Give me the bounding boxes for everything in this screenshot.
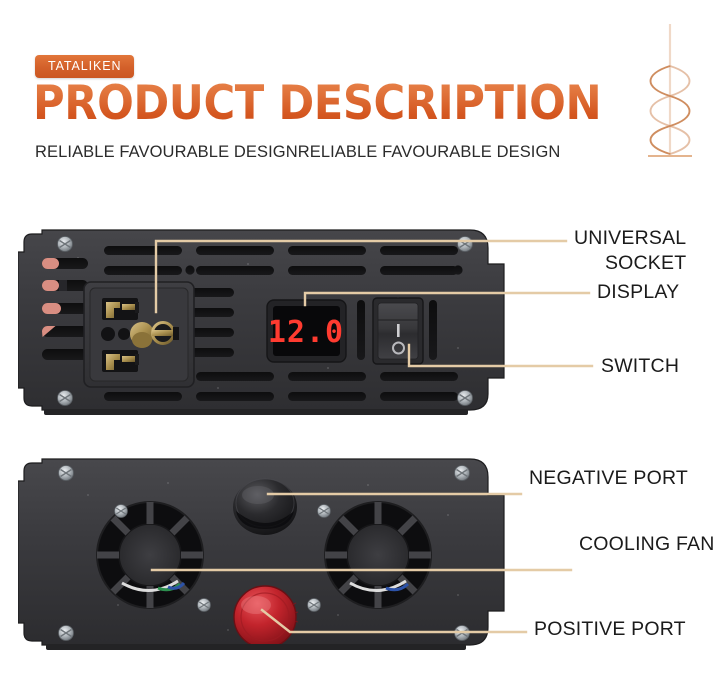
socket-hole-mid [118,328,130,340]
brand-badge: TATALIKEN [35,55,135,78]
product-image-rear-panel [18,455,510,655]
fan-wire-white-left [121,579,179,592]
callout-line-1: UNIVERSAL [574,227,687,249]
page-title: PRODUCT DESCRIPTION [33,76,602,131]
callout-label-negative-port: NEGATIVE PORT [529,467,688,489]
power-switch[interactable] [372,297,424,365]
socket-slot-upper [102,298,139,320]
negative-port-terminal[interactable] [233,478,297,535]
callout-label-display: DISPLAY [597,281,680,303]
fan-wire-white-right [349,579,407,592]
universal-socket[interactable] [83,281,195,388]
fan-wire-green-left [157,582,182,592]
callout-label-positive-port: POSITIVE PORT [534,618,686,640]
panel-screws [58,465,470,641]
socket-hole-left [101,327,115,341]
display-value: 12.0 [268,315,344,350]
page-header: TATALIKEN PRODUCT DESCRIPTION RELIABLE F… [0,0,715,180]
page-subtitle: RELIABLE FAVOURABLE DESIGNRELIABLE FAVOU… [35,143,561,161]
chassis-base-lip [44,409,468,415]
switch-on-mark [397,324,400,337]
voltage-display: 12.0 [266,299,347,363]
callout-line-2: SOCKET [604,252,687,274]
cooling-fan-left [96,501,204,609]
spiral-decoration-icon [648,24,692,157]
callout-label-cooling-fan: COOLING FAN [579,533,715,555]
chassis-base-lip-rear [46,644,466,650]
product-image-front-panel: 12.0 [18,228,510,418]
callout-label-universal-socket: UNIVERSAL SOCKET [574,226,686,276]
fan-wire-blue-right [385,582,410,592]
cooling-fan-right [324,501,432,609]
socket-slot-lower [102,350,139,372]
callout-label-switch: SWITCH [601,355,680,377]
side-vent-group [42,258,88,360]
switch-off-mark [392,341,405,355]
socket-earth-contacts [130,321,179,348]
fan-wire-blue-left [167,581,186,590]
